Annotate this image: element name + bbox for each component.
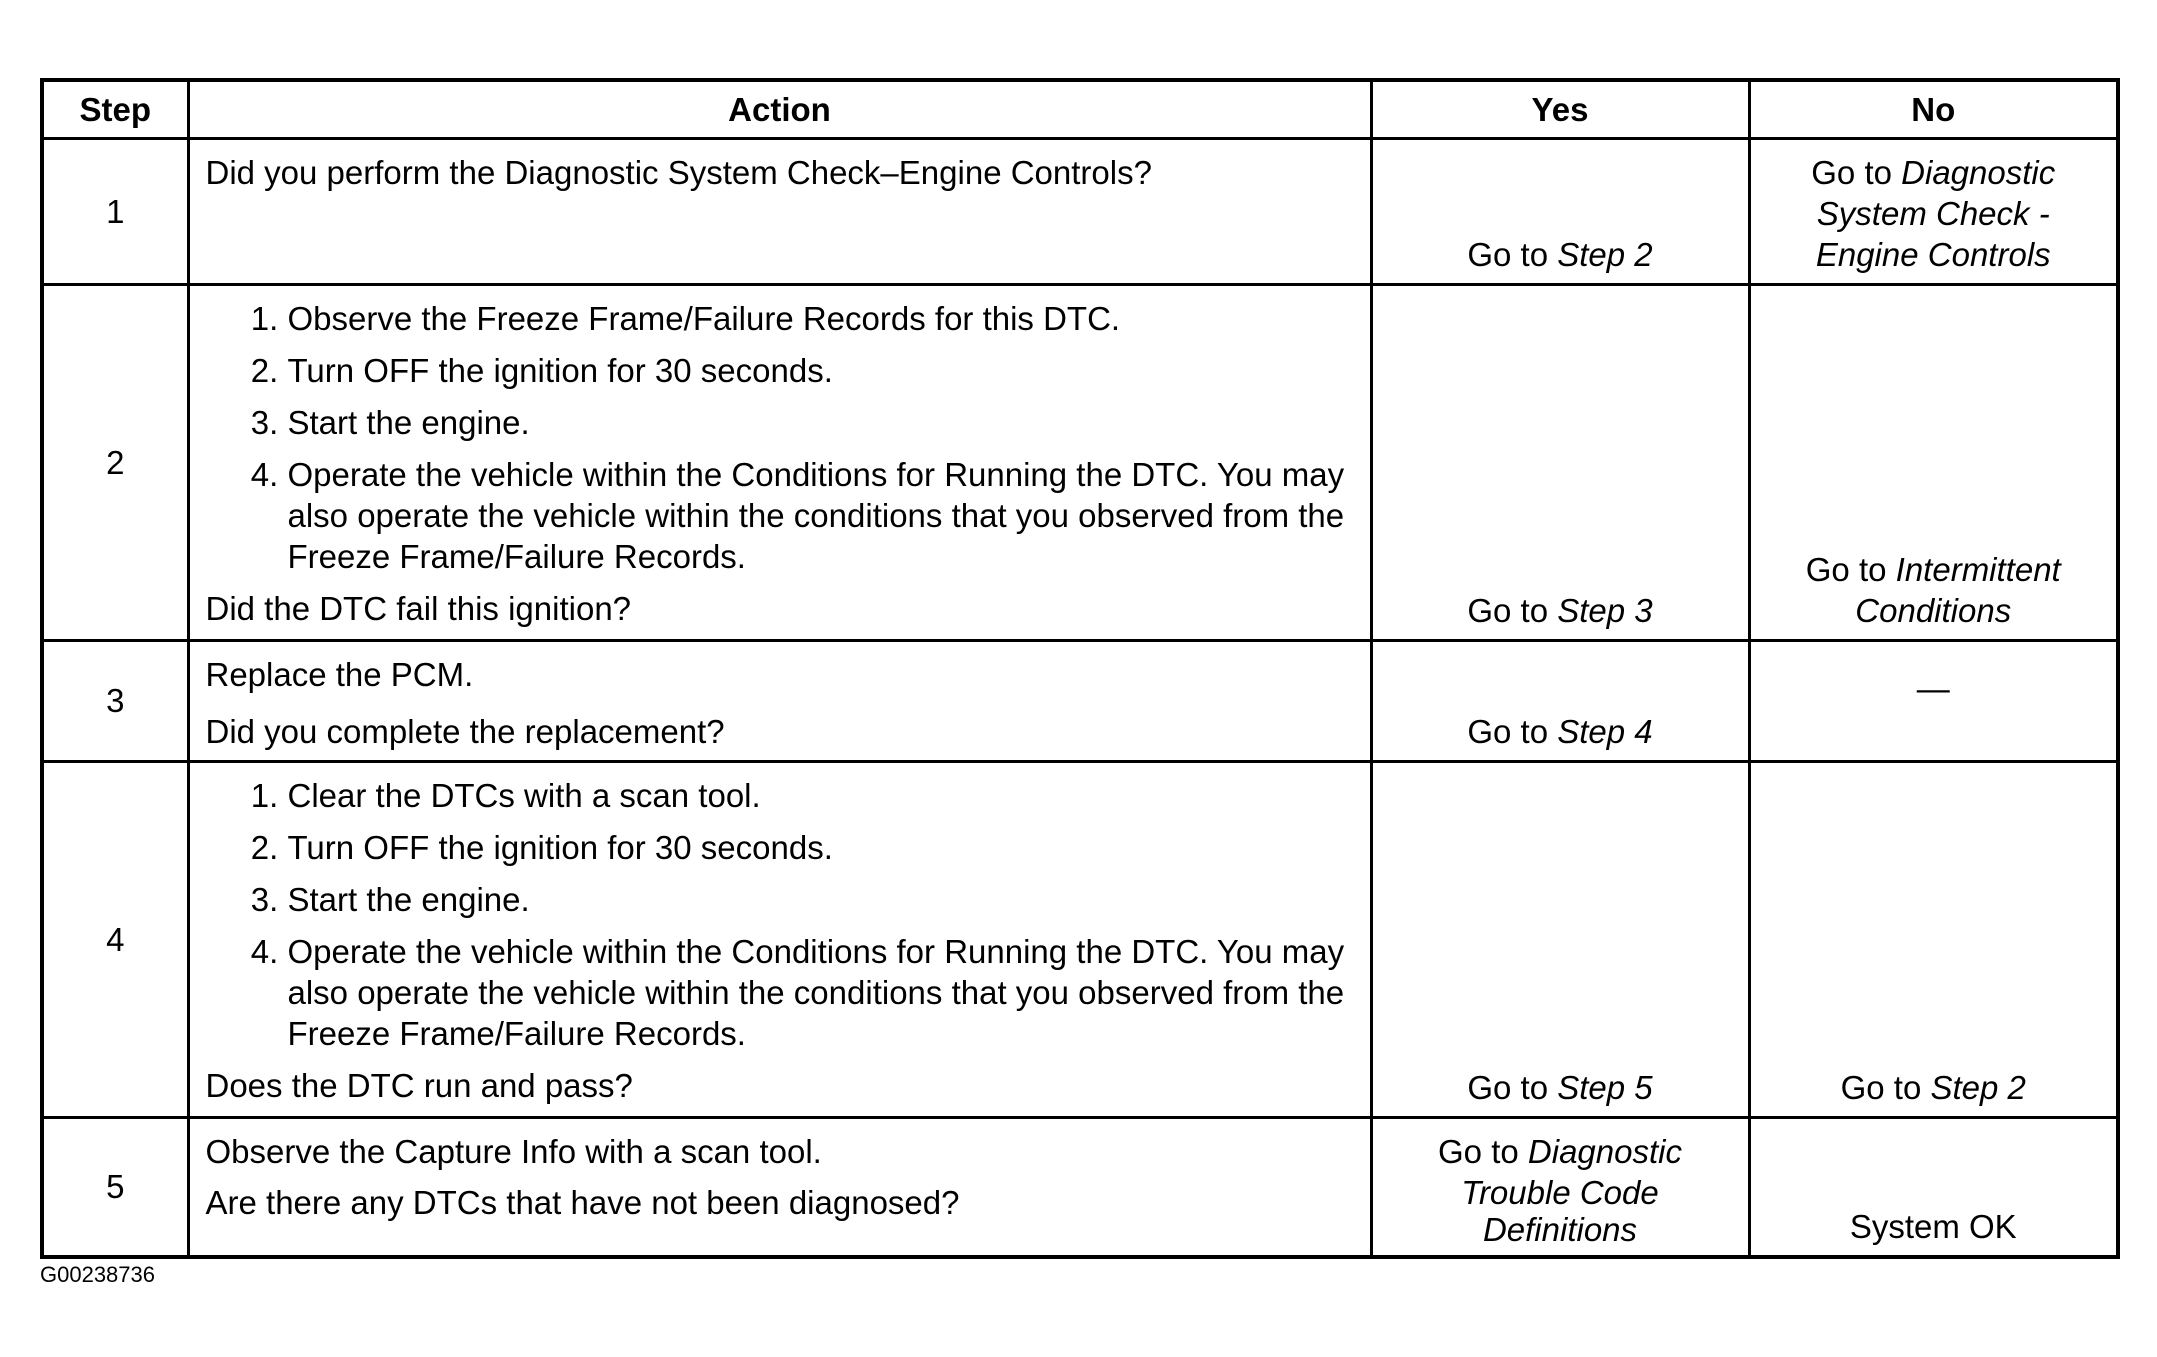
yes-prefix: Go to <box>1467 235 1549 273</box>
no-not-applicable: — <box>1916 669 1950 707</box>
action-cell: Clear the DTCs with a scan tool. Turn OF… <box>186 759 1373 1119</box>
action-cell: Did you perform the Diagnostic System Ch… <box>186 136 1373 286</box>
step-number: 3 <box>40 638 190 763</box>
yes-cell: Go to Diagnostic Trouble Code Definition… <box>1369 1115 1751 1259</box>
table-row-step-3: 3 Replace the PCM. Did you complete the … <box>40 638 2120 763</box>
action-question: Are there any DTCs that have not been di… <box>205 1183 960 1221</box>
no-ref-line-1[interactable]: Diagnostic <box>1901 153 2056 191</box>
action-step-list: Observe the Freeze Frame/Failure Records… <box>206 298 1354 577</box>
step-number: 4 <box>40 759 190 1119</box>
no-cell: Go to Diagnostic System Check - Engine C… <box>1747 136 2120 286</box>
yes-step-link[interactable]: Step 2 <box>1557 235 1653 273</box>
step-number: 1 <box>40 136 190 286</box>
action-cell: Observe the Freeze Frame/Failure Records… <box>186 282 1373 642</box>
action-statement: Replace the PCM. <box>205 655 474 693</box>
no-result: System OK <box>1849 1208 2017 1245</box>
action-question: Did the DTC fail this ignition? <box>205 589 632 627</box>
no-cell: Go to Step 2 <box>1747 759 2120 1119</box>
action-cell: Replace the PCM. Did you complete the re… <box>186 638 1373 763</box>
diagnostic-table: Step Action Yes No 1 Did you perform the… <box>40 78 2120 1259</box>
step-number: 5 <box>40 1115 190 1259</box>
action-cell: Observe the Capture Info with a scan too… <box>186 1115 1373 1259</box>
no-ref-line-1[interactable]: Intermittent <box>1895 550 2061 588</box>
table-row-step-2: 2 Observe the Freeze Frame/Failure Recor… <box>40 282 2120 642</box>
action-list-item: Start the engine. <box>288 879 1354 920</box>
action-list-item: Turn OFF the ignition for 30 seconds. <box>288 827 1354 868</box>
action-step-list: Clear the DTCs with a scan tool. Turn OF… <box>206 775 1354 1054</box>
yes-step-link[interactable]: Step 3 <box>1557 591 1653 629</box>
table-row-step-1: 1 Did you perform the Diagnostic System … <box>40 136 2120 286</box>
table-row-step-5: 5 Observe the Capture Info with a scan t… <box>40 1115 2120 1259</box>
step-number: 2 <box>40 282 190 642</box>
figure-id: G00238736 <box>40 1262 155 1287</box>
yes-step-link[interactable]: Step 4 <box>1557 712 1653 750</box>
yes-ref-line-1[interactable]: Diagnostic <box>1527 1132 1682 1170</box>
yes-cell: Go to Step 2 <box>1369 136 1751 286</box>
header-no: No <box>1747 78 2120 140</box>
yes-prefix: Go to <box>1467 591 1549 629</box>
header-step: Step <box>40 78 190 140</box>
yes-cell: Go to Step 3 <box>1369 282 1751 642</box>
no-ref-line-3[interactable]: Engine Controls <box>1815 235 2051 273</box>
action-statement: Observe the Capture Info with a scan too… <box>205 1132 822 1170</box>
action-question: Did you complete the replacement? <box>205 712 725 750</box>
yes-ref-line-2[interactable]: Trouble Code <box>1461 1173 1659 1211</box>
yes-cell: Go to Step 5 <box>1369 759 1751 1119</box>
action-list-item: Turn OFF the ignition for 30 seconds. <box>288 350 1354 391</box>
yes-prefix: Go to <box>1467 712 1549 750</box>
yes-ref-line-3[interactable]: Definitions <box>1482 1210 1638 1248</box>
no-cell: System OK <box>1747 1115 2120 1259</box>
yes-step-link[interactable]: Step 5 <box>1557 1068 1653 1106</box>
action-list-item: Operate the vehicle within the Condition… <box>288 931 1354 1054</box>
yes-prefix: Go to <box>1438 1132 1519 1170</box>
action-list-item: Start the engine. <box>288 402 1354 443</box>
action-question: Does the DTC run and pass? <box>205 1066 633 1104</box>
header-yes: Yes <box>1369 78 1751 140</box>
action-list-item: Observe the Freeze Frame/Failure Records… <box>288 298 1354 339</box>
action-list-item: Operate the vehicle within the Condition… <box>288 454 1354 577</box>
no-ref-line-2[interactable]: Conditions <box>1855 591 2012 629</box>
no-cell: — <box>1747 638 2120 763</box>
no-cell: Go to Intermittent Conditions <box>1747 282 2120 642</box>
table-row-step-4: 4 Clear the DTCs with a scan tool. Turn … <box>40 759 2120 1119</box>
table-header-row: Step Action Yes No <box>40 78 2120 140</box>
action-list-item: Clear the DTCs with a scan tool. <box>288 775 1354 816</box>
no-ref-line-2[interactable]: System Check - <box>1816 194 2050 232</box>
header-action: Action <box>186 78 1373 140</box>
yes-cell: Go to Step 4 <box>1369 638 1751 763</box>
no-step-link[interactable]: Step 2 <box>1930 1068 2026 1106</box>
no-prefix: Go to <box>1811 153 1892 191</box>
no-prefix: Go to <box>1840 1068 1922 1106</box>
action-question: Did you perform the Diagnostic System Ch… <box>205 153 1152 191</box>
yes-prefix: Go to <box>1467 1068 1549 1106</box>
no-prefix: Go to <box>1805 550 1887 588</box>
